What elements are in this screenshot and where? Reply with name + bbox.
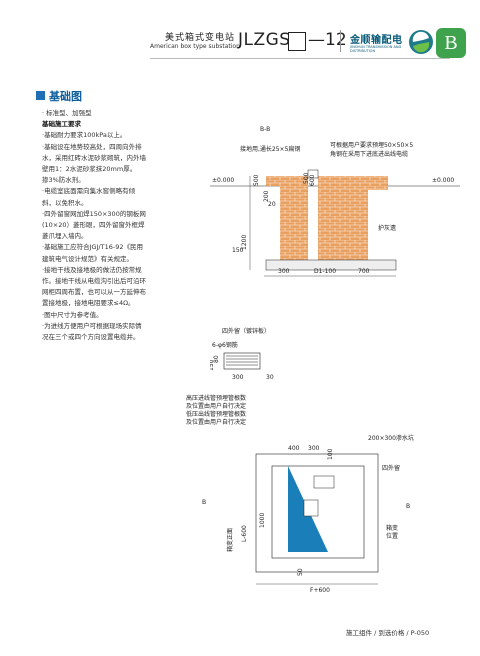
- inner-pit: [271, 465, 365, 559]
- vent-dim-30: 30: [266, 374, 274, 381]
- vent-detail: 四外留（镀锌板） 6-φ6钢筋 80 150 300 30: [210, 327, 274, 381]
- dim-600: 600: [309, 174, 316, 186]
- dim-500: 500: [253, 174, 260, 186]
- header-divider: [340, 30, 341, 52]
- plan-view: 高压进线管预埋管根数 及位置由用户自行决定 低压出线管预埋管根数 及位置由用户自…: [186, 394, 414, 594]
- label-angle-steel: 可根据用户要求预埋50×50×5: [330, 141, 413, 149]
- note-line: 壁用1：2水泥砂浆抹20mm厚。: [42, 165, 137, 174]
- section-mark-right: B: [406, 503, 410, 510]
- dim-20: 20: [268, 201, 276, 208]
- header-title-cn: 美式箱式变电站: [165, 33, 236, 43]
- right-brick-wall: [318, 176, 368, 270]
- note-line: 斜，以免积水。: [42, 198, 88, 207]
- label-stand-2: 位置: [386, 532, 398, 540]
- header-rule: [150, 58, 450, 59]
- label-hv-1: 高压进线管预埋管根数: [186, 394, 246, 402]
- note-line: (10×20）菱形眼，四外留窗外框焊: [42, 221, 145, 230]
- label-vent: 四外留: [382, 464, 400, 472]
- outer-foundation: [255, 453, 379, 573]
- label-hv-2: 及位置由用户自行决定: [186, 402, 246, 410]
- label-lv-2: 及位置由用户自行决定: [186, 418, 246, 426]
- model-suffix: —12: [308, 30, 347, 50]
- model-blank-box: [288, 32, 306, 51]
- section-bullet-icon: [36, 91, 45, 100]
- elevation-left: ±0.000: [212, 177, 234, 184]
- note-line: · 标准型、加强型: [42, 109, 92, 117]
- note-line: ·接地干线及接地极的做法仍按常规: [42, 265, 142, 274]
- brand-logo-icon: [409, 30, 433, 54]
- dim-f600: F+600: [310, 587, 330, 594]
- vent-dim-80: 80: [213, 355, 220, 363]
- note-line: ·图中尺寸为参考值。: [42, 310, 103, 319]
- label-pit: 200×300渗水坑: [368, 434, 414, 442]
- dim-top-500: 500: [303, 172, 310, 184]
- note-line: ·四外留窗网加焊150×300的钢板网: [42, 209, 146, 218]
- dim-300: 300: [278, 268, 290, 275]
- label-lv-1: 低压出线管预埋管根数: [186, 410, 246, 418]
- elevation-right: ±0.000: [432, 177, 454, 184]
- bb-title: B-B: [260, 126, 270, 133]
- footer-text: 施工组件 / 到选价格 / P-050: [346, 629, 430, 637]
- dim-150: 150: [232, 247, 244, 254]
- left-brick-wall: [280, 176, 308, 270]
- dim-400: 400: [288, 445, 300, 452]
- note-line: ·电缆室底面需向集水窖侧略有倾: [42, 187, 136, 196]
- dim-d1-100: D1-100: [314, 268, 336, 275]
- dim-50: 50: [297, 568, 304, 576]
- vent-rod-label: 6-φ6钢筋: [212, 341, 238, 349]
- brand-name-en: JINSHUN TRANSMISSION AND DISTRIBUTION: [350, 45, 402, 53]
- dim-l600: L-600: [241, 525, 248, 542]
- note-line: 网柜四周布置，也可以从一方延伸布: [42, 288, 146, 297]
- section-view-bb: B-B 接地用,通长25×5扁钢 可根据用户要求预埋50×50×5 角钢在采用下…: [210, 126, 460, 277]
- label-angle-steel-2: 角钢在采用下进底进出线电缆: [330, 150, 408, 158]
- note-line: ·为进线方便用户可根据现场实际情: [42, 321, 142, 330]
- label-lime: 护灰遗: [378, 224, 396, 232]
- vent-title: 四外留（镀锌板）: [222, 327, 270, 335]
- dim-1200: 1200: [241, 235, 248, 250]
- note-line: 建筑电气设计规范》有关规定。: [42, 254, 133, 263]
- label-stand-1: 箱变: [386, 524, 398, 532]
- dim-300-plan: 300: [308, 445, 320, 452]
- vent-dim-300: 300: [232, 374, 244, 381]
- dim-200: 200: [263, 190, 270, 202]
- construction-notes: · 标准型、加强型基础施工要求 ·基础耐力要求100kPa以上。 ·基础设在地势较高…: [42, 108, 212, 343]
- header-title-en: American box type substation: [150, 43, 240, 50]
- brand-name-cn: 金顺输配电: [350, 35, 403, 46]
- section-tab-b[interactable]: B: [436, 28, 466, 58]
- dim-1000: 1000: [259, 513, 266, 528]
- label-grounding: 接地用,通长25×5扁钢: [240, 145, 300, 153]
- note-line: 基础施工要求: [42, 120, 81, 129]
- note-line: ·基础施工应符合JGJ/T16-92《民用: [42, 243, 143, 252]
- section-title: 基础图: [49, 90, 82, 103]
- dim-700: 700: [358, 268, 370, 275]
- section-mark-left: B: [202, 499, 206, 506]
- model-prefix: JLZGS: [238, 30, 291, 50]
- note-line: 水，采用红砖水泥砂浆砌筑，内外墙: [42, 153, 146, 162]
- note-line: 菱爪埋入墙内。: [42, 232, 88, 241]
- base-slab: [265, 259, 397, 271]
- dim-100: 100: [327, 448, 334, 460]
- note-line: 作。接地干线从电缆沟引出后可沿环: [42, 277, 146, 286]
- vent-dim-150: 150: [210, 359, 215, 371]
- note-line: ·基础耐力要求100kPa以上。: [42, 131, 127, 140]
- label-side: 箱变正面: [226, 528, 234, 552]
- note-line: 掺3%防水剂。: [42, 176, 85, 185]
- note-line: ·基础设在地势较高处，四周向外排: [42, 142, 142, 151]
- note-line: 置接地极，接地电阻要求≤4Ω。: [42, 299, 135, 308]
- note-line: 况在三个或四个方向设置电缆井。: [42, 333, 140, 342]
